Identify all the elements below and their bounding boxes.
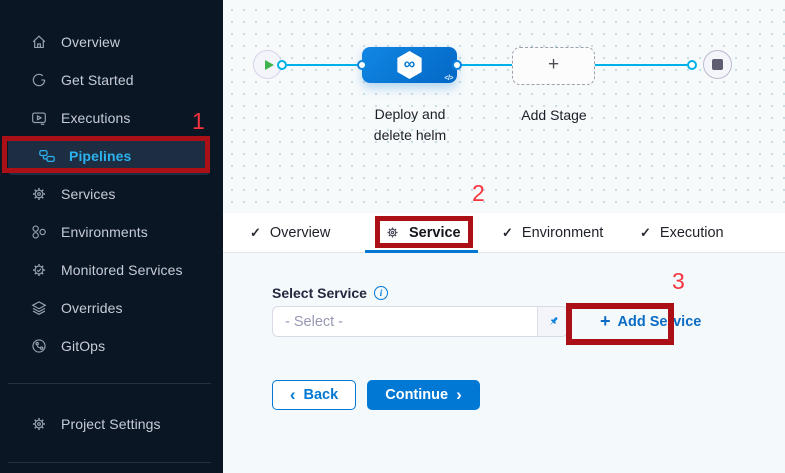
sidebar-item-label: Overview [61, 34, 121, 50]
tab-execution[interactable]: ✓ Execution [640, 213, 724, 252]
play-icon [264, 59, 274, 70]
sidebar: Overview Get Started Executions [0, 0, 223, 473]
sidebar-item-gitops[interactable]: GitOps [0, 327, 223, 365]
stage-node-deploy[interactable]: ∞ </> [362, 47, 457, 83]
select-placeholder: - Select - [285, 313, 344, 330]
gear-check-icon [30, 261, 48, 279]
sidebar-item-pipelines[interactable]: Pipelines [8, 137, 210, 175]
sidebar-item-overview[interactable]: Overview [0, 23, 223, 61]
sidebar-item-label: Environments [61, 224, 148, 240]
home-icon [30, 33, 48, 51]
check-icon: ✓ [640, 224, 651, 240]
active-tab-underline [365, 250, 478, 253]
sidebar-item-label: Overrides [61, 300, 123, 316]
cd-hexagon-icon: ∞ [397, 51, 422, 79]
tab-label: Overview [269, 224, 331, 241]
fixed-value-pin-button[interactable] [537, 307, 567, 336]
sidebar-item-label: Get Started [61, 72, 134, 88]
sidebar-divider [8, 383, 211, 384]
sidebar-item-label: Pipelines [69, 148, 132, 164]
stage-label: Deploy and delete helm [373, 106, 447, 143]
gitops-icon [30, 337, 48, 355]
service-form-panel: Select Service i - Select - + [223, 253, 785, 473]
sidebar-item-label: Executions [61, 110, 131, 126]
check-icon: ✓ [502, 224, 513, 240]
connector-dot [452, 60, 462, 70]
tab-label: Environment [521, 224, 604, 241]
sidebar-item-services[interactable]: Services [0, 175, 223, 213]
sidebar-item-get-started[interactable]: Get Started [0, 61, 223, 99]
pipelines-icon [38, 147, 56, 165]
stop-icon [712, 59, 723, 70]
connector-dot [687, 60, 697, 70]
gear-icon [30, 415, 48, 433]
pipeline-end-node [703, 50, 732, 79]
chevron-right-icon: › [456, 384, 462, 404]
add-service-label: Add Service [617, 313, 702, 330]
sidebar-item-executions[interactable]: Executions [0, 99, 223, 137]
connector-dot [277, 60, 287, 70]
sidebar-item-label: Monitored Services [61, 262, 183, 278]
tab-environment[interactable]: ✓ Environment [502, 213, 603, 252]
executions-icon [30, 109, 48, 127]
pipeline-canvas: ∞ </> Deploy and delete helm + Add Stage [223, 0, 785, 213]
sidebar-item-label: Services [61, 186, 116, 202]
main-content: ∞ </> Deploy and delete helm + Add Stage… [223, 0, 785, 473]
environments-icon [30, 223, 48, 241]
pipeline-edge [457, 64, 514, 66]
sidebar-item-label: GitOps [61, 338, 106, 354]
service-select[interactable]: - Select - [272, 306, 568, 337]
sidebar-item-overrides[interactable]: Overrides [0, 289, 223, 327]
sidebar-divider [8, 462, 211, 463]
connector-dot [357, 60, 367, 70]
add-stage-button[interactable]: + [512, 47, 595, 85]
back-button[interactable]: ‹ Back [272, 380, 356, 410]
sidebar-item-label: Project Settings [61, 416, 161, 432]
sidebar-item-project-settings[interactable]: Project Settings [0, 405, 223, 443]
sidebar-item-monitored-services[interactable]: Monitored Services [0, 251, 223, 289]
pipeline-edge [287, 64, 364, 66]
pin-icon [549, 316, 558, 326]
continue-button[interactable]: Continue › [367, 380, 480, 410]
get-started-icon [30, 71, 48, 89]
plus-icon: + [547, 54, 560, 75]
gear-icon [30, 185, 48, 203]
chevron-left-icon: ‹ [289, 384, 296, 404]
tab-service[interactable]: Service [385, 213, 461, 252]
layers-icon [30, 299, 48, 317]
tab-label: Service [409, 224, 461, 241]
add-service-link[interactable]: + Add Service [600, 311, 702, 331]
add-stage-label: Add Stage [521, 107, 587, 123]
sidebar-item-environments[interactable]: Environments [0, 213, 223, 251]
pipeline-edge [595, 64, 693, 66]
check-icon: ✓ [250, 224, 261, 240]
tab-label: Execution [659, 224, 724, 241]
tab-overview[interactable]: ✓ Overview [250, 213, 330, 252]
code-icon: </> [444, 75, 453, 82]
gear-icon [385, 225, 400, 240]
stage-tabbar: ✓ Overview Service [223, 213, 785, 253]
info-icon[interactable]: i [373, 286, 388, 300]
select-service-label: Select Service i [272, 285, 388, 301]
plus-icon: + [600, 311, 611, 331]
